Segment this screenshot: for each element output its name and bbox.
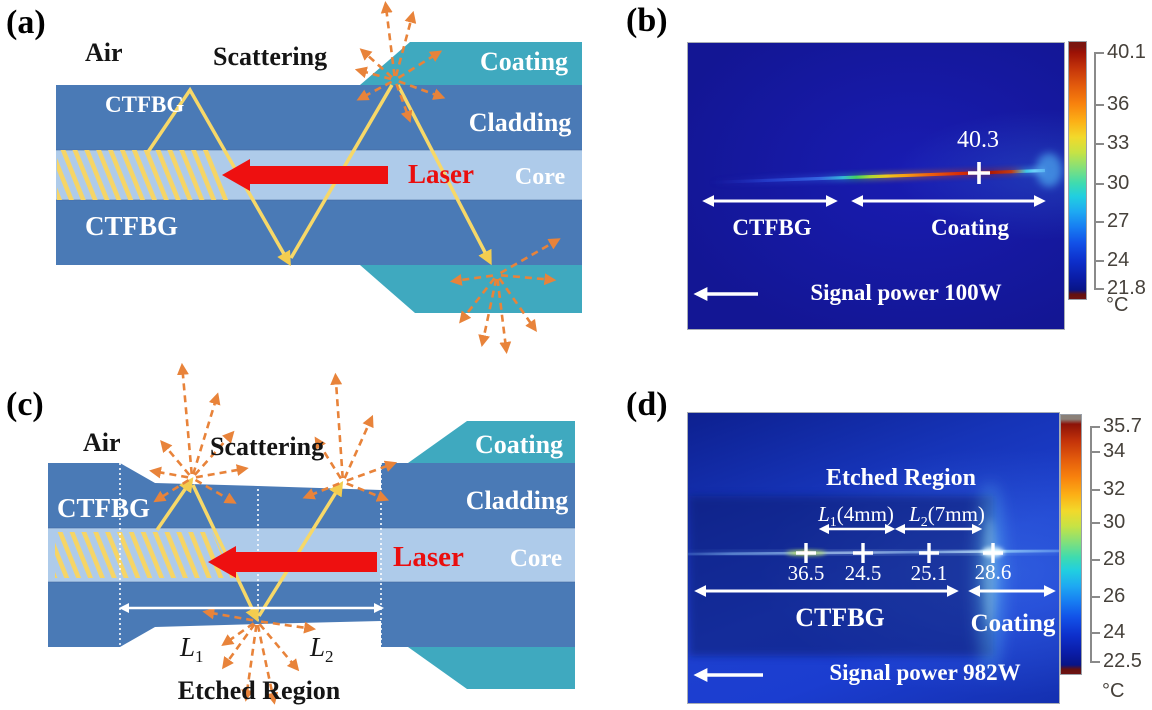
air-label: Air [85, 38, 123, 67]
coating-bottom-c [408, 647, 575, 689]
cladding-bottom-c [48, 582, 575, 647]
coating-top-c [408, 421, 575, 463]
streak-end-flare [1036, 153, 1062, 187]
scattering-label: Scattering [210, 432, 324, 461]
core-label: Core [515, 164, 566, 190]
reflection-rays-c [155, 477, 344, 623]
temp-reading: 24.5 [844, 561, 882, 585]
scatter-burst [354, 1, 446, 123]
panel-a-tag: (a) [6, 4, 46, 41]
thermal-image-b: 40.3 CTFBG Coating Signal power 100W [687, 42, 1065, 330]
l1-symbol: L [818, 502, 830, 526]
signal-power-caption: Signal power 100W [810, 280, 1002, 305]
laser-arrow [208, 546, 377, 578]
panel-c-diagram: Air Scattering Coating Cladding Core Las… [48, 362, 575, 705]
colorbar-axis [1094, 53, 1096, 289]
cladding-label: Cladding [469, 108, 572, 137]
grating-hatch-a [57, 150, 234, 200]
colorbar-d [1060, 414, 1082, 675]
thermal-d-overlay [688, 483, 1059, 682]
scatter-burst [202, 607, 317, 705]
scattering-label: Scattering [213, 42, 327, 71]
laser-arrow [222, 159, 388, 191]
coating-label: Coating [475, 430, 563, 459]
measure-crosses [796, 543, 1003, 563]
cladding-label: Cladding [466, 486, 569, 515]
ctfbg-bottom-label: CTFBG [85, 211, 178, 241]
coating-region-label: Coating [970, 610, 1056, 637]
laser-label: Laser [408, 159, 474, 189]
l1-length-label: L1(4mm) [818, 502, 894, 531]
bare-fiber-dark-region [689, 496, 993, 656]
laser-label: Laser [393, 541, 464, 573]
l2-symbol: L [909, 502, 921, 526]
l1-label: L1 [179, 632, 204, 666]
panel-a-diagram: Air Scattering Coating Cladding Core Las… [56, 1, 582, 354]
peak-cross-marker [968, 162, 990, 184]
panel-b-tag: (b) [626, 2, 668, 39]
colorbar-d-unit: °C [1102, 680, 1125, 702]
core-label: Core [510, 545, 562, 572]
l1-value: (4mm) [836, 502, 894, 526]
coating-bottom-a [360, 265, 582, 313]
ctfbg-label: CTFBG [57, 493, 150, 523]
region-arrows [693, 195, 1046, 301]
l1-subscript: 1 [829, 515, 837, 531]
temp-reading: 36.5 [787, 561, 825, 585]
cladding-top-a [56, 85, 582, 150]
etched-region-label: Etched Region [826, 465, 976, 491]
l2-length-label: L2(7mm) [909, 502, 985, 531]
temp-reading: 28.6 [974, 560, 1012, 584]
thermal-image-d: Etched Region L1(4mm) L2(7mm) 36.5 24.5 … [687, 412, 1060, 704]
l2-value: (7mm) [927, 502, 985, 526]
l2-label: L2 [309, 632, 334, 666]
coating-label: Coating [480, 47, 568, 76]
grating-hatch-c [55, 532, 234, 578]
colorbar-axis [1090, 427, 1092, 662]
coating-region-label: Coating [931, 215, 1009, 240]
etched-region-label: Etched Region [178, 676, 341, 705]
temp-reading: 25.1 [910, 561, 948, 585]
signal-power-caption: Signal power 982W [829, 660, 1021, 685]
air-label: Air [83, 428, 121, 457]
scatter-burst [149, 362, 249, 504]
peak-temp-value: 40.3 [957, 127, 999, 153]
panel-c-tag: (c) [6, 386, 44, 423]
scatter-burst [449, 238, 561, 354]
l2-subscript: 2 [920, 515, 928, 531]
ctfbg-region-label: CTFBG [795, 603, 885, 632]
colorbar-b-unit: °C [1106, 294, 1129, 316]
scatter-burst [302, 372, 398, 502]
colorbar-b-scale: 40.1 36 33 30 27 24 21.8 [1094, 41, 1152, 299]
coating-top-a [360, 42, 582, 85]
colorbar-d-scale: 35.7 34 32 30 28 26 24 22.5 [1090, 414, 1152, 673]
thermal-b-overlay [693, 153, 1062, 301]
region-arrows [693, 585, 1056, 682]
colorbar-b [1068, 41, 1087, 300]
ctfbg-region-label: CTFBG [732, 215, 812, 240]
panel-d-tag: (d) [626, 386, 668, 423]
ctfbg-top-label: CTFBG [105, 92, 184, 117]
